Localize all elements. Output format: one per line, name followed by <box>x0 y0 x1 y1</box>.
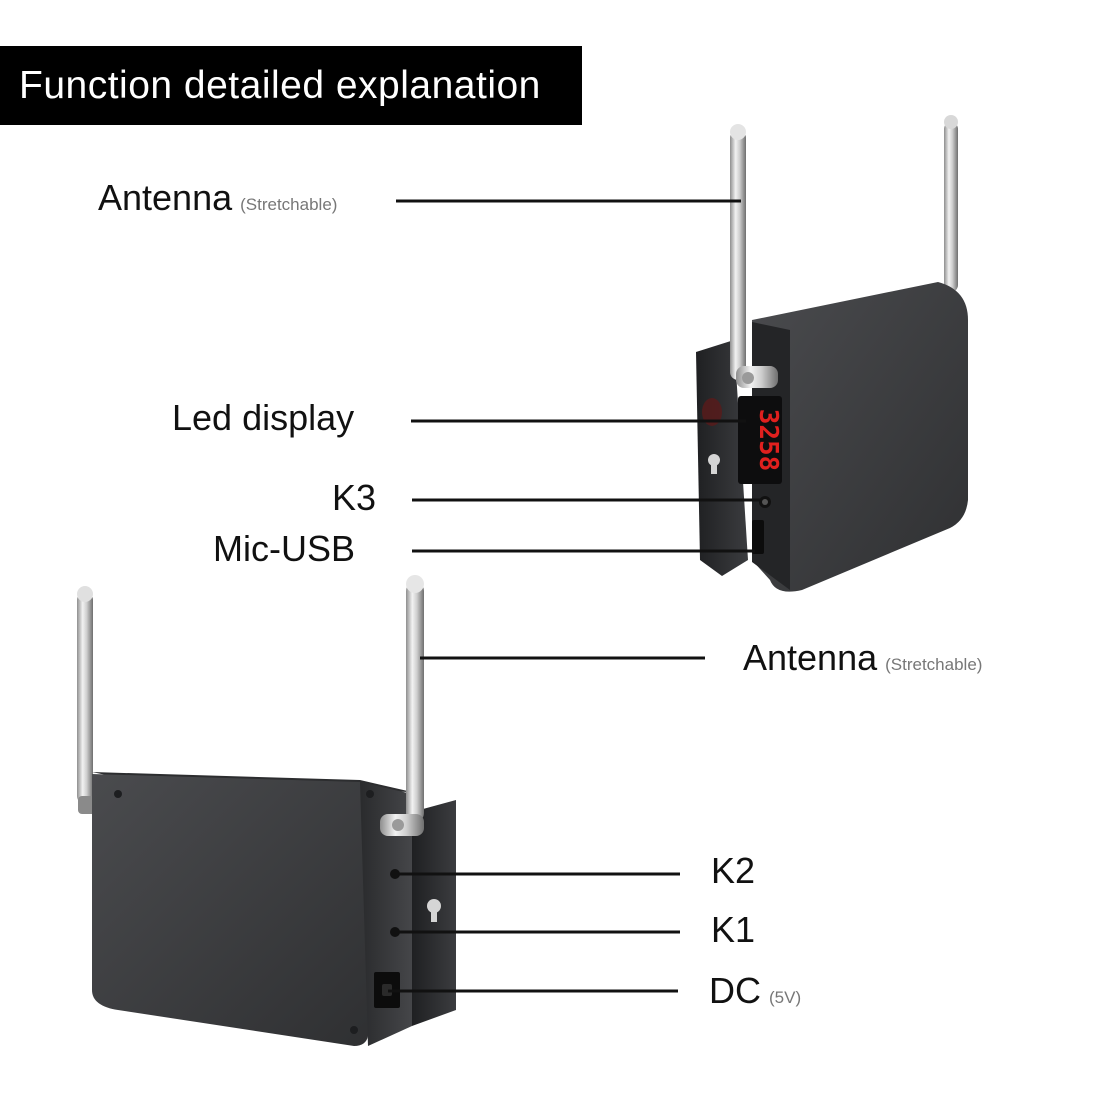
label-led-display: Led display <box>172 400 354 436</box>
mic-usb-port-mark <box>752 520 764 554</box>
bottom-device-left-antenna <box>77 586 96 814</box>
label-antenna-top-main: Antenna <box>98 177 233 218</box>
top-device-front-antenna <box>730 124 778 388</box>
label-mic-usb-main: Mic-USB <box>213 528 355 569</box>
label-antenna-top-sub: (Stretchable) <box>240 195 338 214</box>
label-k1-main: K1 <box>711 909 756 950</box>
bottom-device-right-antenna <box>380 575 424 836</box>
title-banner: Function detailed explanation <box>0 46 582 125</box>
top-device: 3258 <box>696 115 968 592</box>
label-antenna-bottom-main: Antenna <box>743 637 878 678</box>
led-display-readout: 3258 <box>753 409 783 472</box>
bottom-device-front-face <box>92 774 368 1046</box>
label-mic-usb: Mic-USB <box>213 531 355 567</box>
label-dc: DC (5V) <box>709 973 801 1009</box>
label-antenna-bottom-sub: (Stretchable) <box>885 655 983 674</box>
label-dc-main: DC <box>709 970 761 1011</box>
page-title: Function detailed explanation <box>19 63 541 107</box>
k2-button-mark <box>390 869 400 879</box>
top-device-rear-antenna <box>944 115 958 292</box>
bottom-device-keyhole <box>427 899 441 922</box>
top-device-body <box>752 282 968 592</box>
label-antenna-bottom: Antenna (Stretchable) <box>743 640 982 676</box>
leader-lines <box>388 199 762 993</box>
top-device-keyhole <box>708 454 720 474</box>
label-dc-sub: (5V) <box>769 988 802 1007</box>
label-antenna-top: Antenna (Stretchable) <box>98 180 337 216</box>
k1-button-mark <box>390 927 400 937</box>
label-k3-main: K3 <box>332 477 377 518</box>
bottom-device <box>77 575 456 1046</box>
label-k2-main: K2 <box>711 850 756 891</box>
label-k1: K1 <box>711 912 755 948</box>
label-k3: K3 <box>332 480 376 516</box>
label-led-display-main: Led display <box>172 397 355 438</box>
led-display-window <box>738 396 782 484</box>
label-k2: K2 <box>711 853 755 889</box>
